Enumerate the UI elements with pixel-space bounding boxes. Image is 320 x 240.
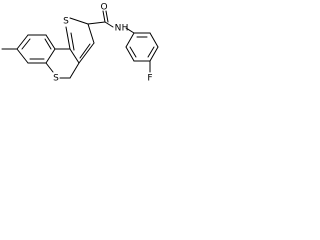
thiopyran-bond: [69, 48, 80, 64]
fluorophenyl-bond: [149, 46, 159, 62]
thiophene-bond: [87, 23, 95, 44]
thiophene-bond: [69, 17, 89, 25]
benzene-double-bond: [21, 38, 31, 50]
amide-n-aryl-bond: [125, 27, 135, 34]
thiophene-bond: [78, 42, 95, 64]
fluorophenyl-ring: [125, 32, 159, 73]
carbonyl-double-bond: [102, 10, 106, 23]
benzene-double-bond: [44, 38, 52, 50]
fluorophenyl-bond: [125, 32, 135, 48]
thiopyran-bond: [69, 62, 80, 79]
benzene-bond: [16, 48, 29, 64]
fluorophenyl-double-bond: [147, 46, 155, 58]
amide-hydrogen-label: H: [122, 24, 129, 34]
carbonyl-carbon-bond: [87, 21, 106, 25]
amide-cn-bond: [104, 21, 114, 28]
thiophene-ring: [65, 17, 95, 64]
fluorine-label: F: [147, 74, 152, 84]
amide-group: [87, 10, 135, 34]
fluorophenyl-double-bond: [129, 46, 137, 58]
thiopyran-ring: [45, 48, 80, 79]
benzene-bond: [16, 34, 29, 50]
thiopyran-bond: [45, 62, 54, 73]
benzene-bond: [45, 48, 56, 64]
carbonyl-oxygen-label: O: [100, 3, 107, 13]
fluorophenyl-bond: [149, 32, 159, 48]
benzene-ring: [16, 34, 56, 64]
benzene-bond: [45, 34, 56, 50]
thiophene-bond: [65, 26, 71, 50]
thiopyran-sulfur-label: S: [53, 74, 59, 84]
amide-nitrogen-label: N: [115, 24, 122, 34]
carbonyl-double-bond: [105, 10, 109, 23]
thiophene-sulfur-label: S: [63, 17, 69, 27]
chemical-structure-diagram: S S O N H F: [1, 3, 159, 84]
fluorophenyl-bond: [125, 46, 135, 62]
thiophene-double-bond: [70, 32, 75, 51]
thiophene-double-bond: [79, 43, 91, 59]
